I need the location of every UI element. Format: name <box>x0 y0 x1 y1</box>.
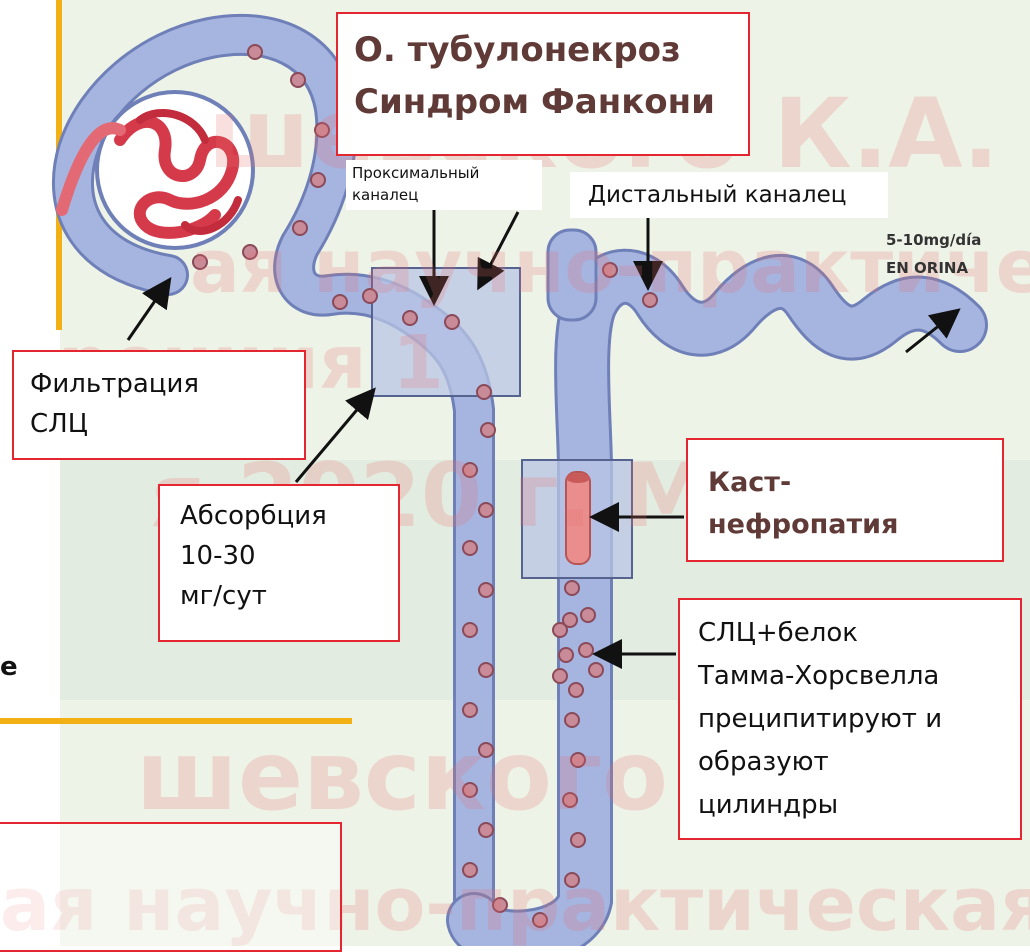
absorption-box: Абсорбция 10-30 мг/сут <box>158 484 400 642</box>
light-chain-particle <box>463 703 477 717</box>
light-chain-particle <box>553 623 567 637</box>
urine-output-label: 5-10mg/día EN ORINA <box>878 226 1018 290</box>
partial-edge-text: е <box>0 650 30 684</box>
absorption-line-1: Абсорбция <box>180 496 398 536</box>
title-line-1: О. тубулонекроз <box>354 24 748 76</box>
filtration-box: Фильтрация СЛЦ <box>12 350 306 460</box>
title-line-2: Синдром Фанкони <box>354 76 748 128</box>
absorption-line-3: мг/сут <box>180 576 398 616</box>
light-chain-particle <box>477 385 491 399</box>
empty-text-box <box>0 822 342 952</box>
light-chain-particle <box>553 669 567 683</box>
light-chain-particle <box>579 643 593 657</box>
precipitation-line-5: цилиндры <box>698 784 1020 827</box>
filtration-line-2: СЛЦ <box>30 404 304 444</box>
cast-nephropathy-box: Каст- нефропатия <box>686 438 1004 562</box>
proximal-label-line-2: каналец <box>352 184 542 206</box>
distal-tubule-label: Дистальный каналец <box>570 172 888 218</box>
light-chain-particle <box>589 663 603 677</box>
precipitation-line-1: СЛЦ+белок <box>698 612 1020 655</box>
urine-label-line-2: EN ORINA <box>886 254 1018 282</box>
light-chain-particle <box>479 663 493 677</box>
partial-edge-letter: е <box>0 650 30 684</box>
proximal-label-line-1: Проксимальный <box>352 162 542 184</box>
proximal-tubule-label: Проксимальный каналец <box>346 160 542 210</box>
urine-label-line-1: 5-10mg/día <box>886 226 1018 254</box>
light-chain-particle <box>481 423 495 437</box>
light-chain-particle <box>569 683 583 697</box>
light-chain-particle <box>565 581 579 595</box>
filtration-line-1: Фильтрация <box>30 364 304 404</box>
light-chain-particle <box>248 45 262 59</box>
light-chain-particle <box>581 608 595 622</box>
light-chain-particle <box>571 833 585 847</box>
precipitation-line-3: преципитируют и <box>698 698 1020 741</box>
precipitation-line-2: Тамма-Хорсвелла <box>698 655 1020 698</box>
distal-label-text: Дистальный каналец <box>588 172 888 218</box>
light-chain-particle <box>445 315 459 329</box>
precipitation-line-4: образуют <box>698 741 1020 784</box>
title-box: О. тубулонекроз Синдром Фанкони <box>336 12 750 156</box>
light-chain-particle <box>479 583 493 597</box>
light-chain-particle <box>559 648 573 662</box>
cast-line-2: нефропатия <box>708 504 1002 546</box>
light-chain-particle <box>463 623 477 637</box>
absorption-line-2: 10-30 <box>180 536 398 576</box>
cast-line-1: Каст- <box>708 462 1002 504</box>
precipitation-box: СЛЦ+белок Тамма-Хорсвелла преципитируют … <box>678 598 1022 840</box>
